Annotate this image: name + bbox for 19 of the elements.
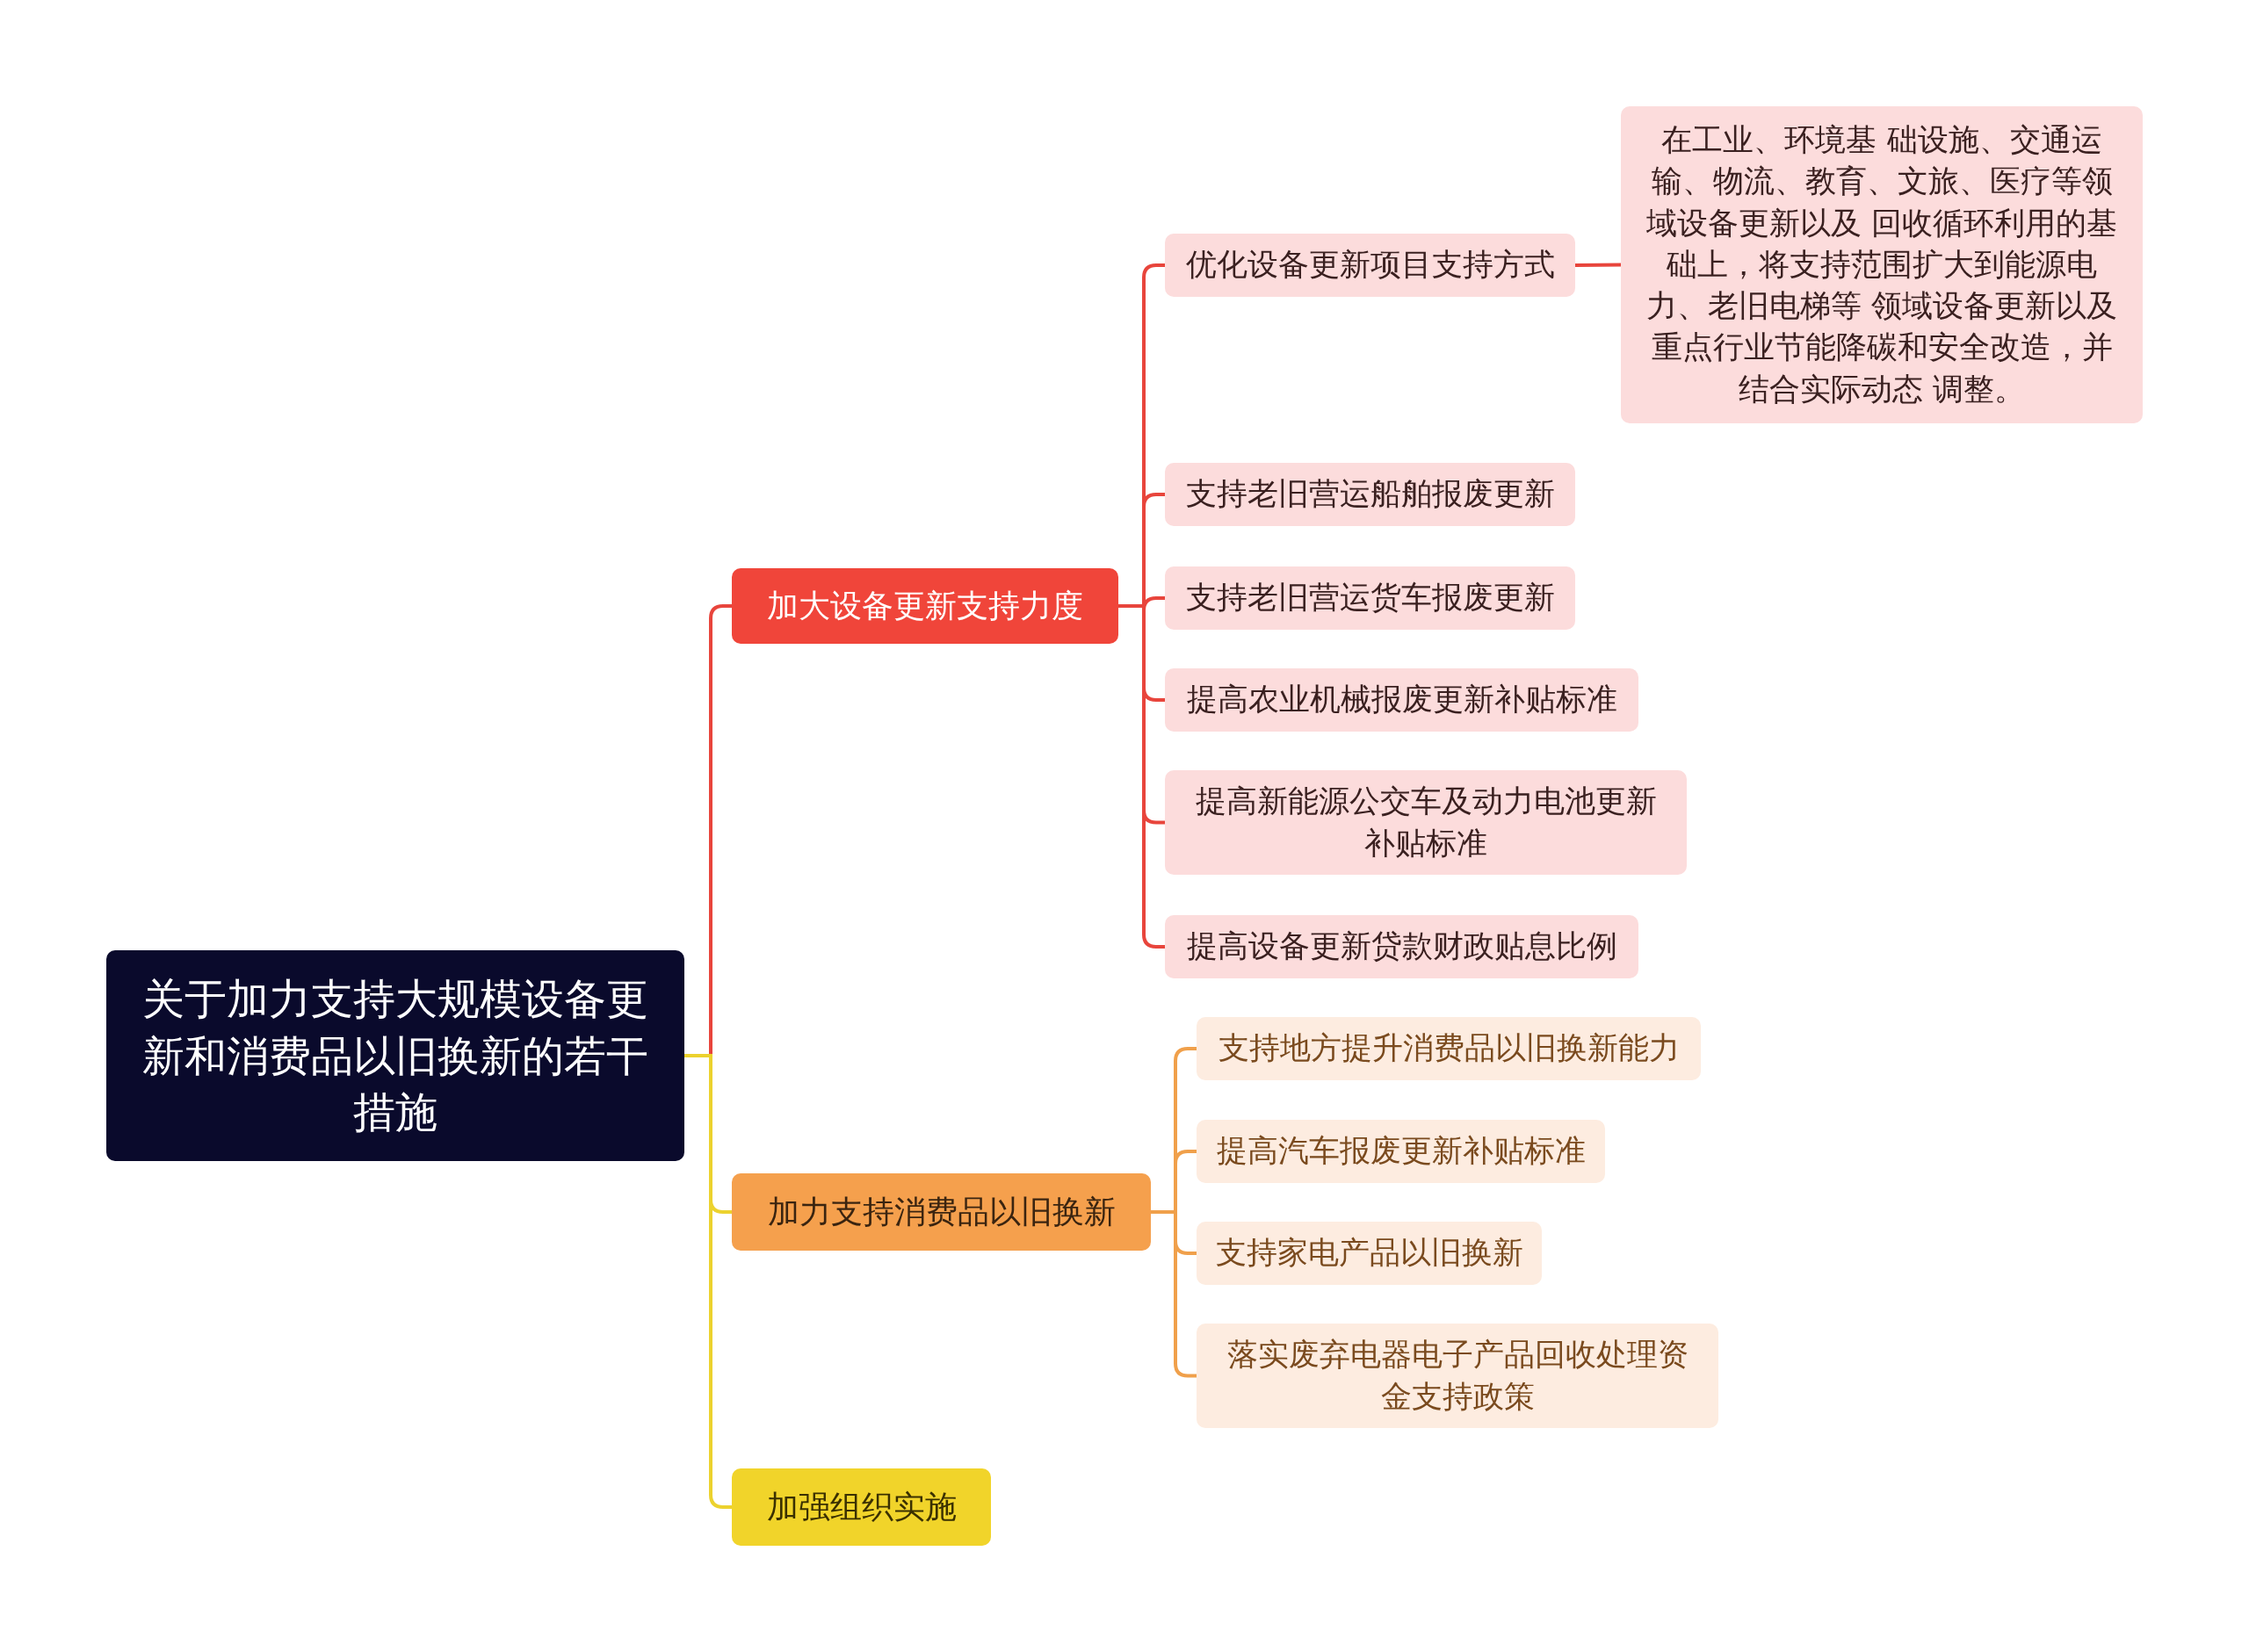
subtopic-box: 支持家电产品以旧换新: [1197, 1222, 1542, 1285]
connector: [1118, 604, 1165, 949]
branch-topic-box: 加强组织实施: [732, 1468, 991, 1546]
subtopic-box: 提高设备更新贷款财政贴息比例: [1165, 915, 1638, 978]
subtopic-box: 优化设备更新项目支持方式: [1165, 234, 1575, 297]
subtopic-box: 提高汽车报废更新补贴标准: [1197, 1120, 1605, 1183]
connector: [684, 1054, 732, 1509]
subtopic-box: 提高农业机械报废更新补贴标准: [1165, 668, 1638, 732]
subtopic-box: 在工业、环境基 础设施、交通运输、物流、教育、文旅、医疗等领域设备更新以及 回收循环利用的基础上，将支持范围扩大到能源电力、老旧电梯等 领域设备更新以及重点行业节能降碳和安全改造，并结合实际动态 调整。: [1621, 106, 2143, 423]
subtopic-box: 落实废弃电器电子产品回收处理资金支持政策: [1197, 1324, 1718, 1428]
root-topic-box: 关于加力支持大规模设备更新和消费品以旧换新的若干措施: [106, 950, 684, 1161]
branch-topic-box: 加大设备更新支持力度: [732, 568, 1118, 644]
subtopic-box: 支持老旧营运船舶报废更新: [1165, 463, 1575, 526]
subtopic-box: 提高新能源公交车及动力电池更新补贴标准: [1165, 770, 1687, 875]
connector: [1574, 263, 1622, 267]
connector: [1151, 1210, 1197, 1378]
subtopic-box: 支持地方提升消费品以旧换新能力: [1197, 1017, 1701, 1080]
branch-topic-box: 加力支持消费品以旧换新: [732, 1173, 1151, 1251]
subtopic-box: 支持老旧营运货车报废更新: [1165, 566, 1575, 630]
